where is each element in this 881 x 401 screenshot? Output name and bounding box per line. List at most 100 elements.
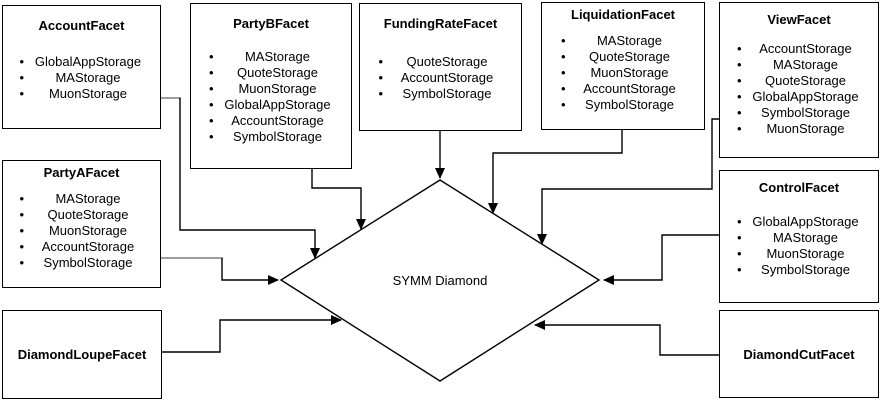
list-item: •AccountStorage: [737, 41, 852, 56]
diamond-label: SYMM Diamond: [393, 273, 488, 288]
storage-list: •MAStorage •QuoteStorage •MuonStorage •A…: [542, 22, 704, 129]
bullet-icon: •: [737, 73, 742, 88]
bullet-icon: •: [737, 105, 742, 120]
bullet-icon: •: [737, 41, 742, 56]
bullet-icon: •: [378, 69, 384, 85]
bullet-icon: •: [209, 96, 214, 112]
controlfacet-connector: [603, 234, 719, 285]
storage-list: •GlobalAppStorage •MAStorage •MuonStorag…: [3, 33, 160, 128]
list-item: •GlobalAppStorage: [737, 89, 859, 104]
list-item: •SymbolStorage: [737, 261, 850, 277]
list-item: •QuoteStorage: [19, 206, 129, 222]
bullet-icon: •: [19, 254, 25, 270]
facet-box-controlfacet: ControlFacet •GlobalAppStorage •MAStorag…: [719, 170, 879, 303]
bullet-icon: •: [561, 96, 566, 112]
list-item: •MuonStorage: [737, 245, 845, 261]
bullet-icon: •: [737, 57, 742, 72]
partyafacet-connector: [221, 258, 279, 285]
facet-box-partyafacet: PartyAFacet •MAStorage •QuoteStorage •Mu…: [2, 160, 161, 288]
list-item: •MuonStorage: [209, 80, 317, 96]
facet-title: DiamondLoupeFacet: [17, 347, 147, 362]
facet-title: ViewFacet: [767, 12, 831, 27]
list-item: •AccountStorage: [561, 80, 676, 96]
facet-title: PartyBFacet: [233, 16, 309, 31]
diamondcutfacet-connector: [534, 320, 719, 356]
diamondloupefacet-connector: [162, 315, 342, 353]
bullet-icon: •: [378, 85, 384, 101]
storage-list: •QuoteStorage •AccountStorage •SymbolSto…: [360, 31, 521, 130]
accountfacet-connector: [179, 98, 320, 259]
bullet-icon: •: [561, 32, 566, 48]
list-item: •QuoteStorage: [561, 48, 670, 64]
list-item: •QuoteStorage: [209, 64, 318, 80]
list-item: •SymbolStorage: [378, 85, 492, 101]
storage-list: •AccountStorage •MAStorage •QuoteStorage…: [720, 27, 878, 157]
partybfacet-connector: [311, 169, 366, 230]
list-item: •SymbolStorage: [737, 105, 850, 120]
facet-title: DiamondCutFacet: [743, 346, 855, 362]
bullet-icon: •: [19, 53, 25, 69]
facet-box-partybfacet: PartyBFacet •MAStorage •QuoteStorage •Mu…: [190, 3, 352, 169]
list-item: •MAStorage: [19, 190, 121, 206]
list-item: •MAStorage: [737, 57, 839, 72]
list-item: •SymbolStorage: [561, 96, 674, 112]
list-item: •MAStorage: [19, 69, 121, 85]
list-item: •MuonStorage: [561, 64, 669, 80]
bullet-icon: •: [19, 222, 25, 238]
list-item: •MAStorage: [209, 48, 311, 64]
facet-box-liquidationfacet: LiquidationFacet •MAStorage •QuoteStorag…: [541, 2, 705, 130]
bullet-icon: •: [737, 245, 742, 261]
bullet-icon: •: [737, 213, 742, 229]
facet-box-diamondloupefacet: DiamondLoupeFacet: [2, 310, 162, 399]
list-item: •MuonStorage: [19, 85, 128, 101]
list-item: •MAStorage: [737, 229, 839, 245]
viewfacet-connector: [537, 118, 719, 245]
list-item: •GlobalAppStorage: [209, 96, 331, 112]
liquidationfacet-connector: [488, 130, 623, 214]
facet-title: ControlFacet: [758, 180, 840, 195]
bullet-icon: •: [737, 229, 742, 245]
bullet-icon: •: [737, 121, 742, 136]
facet-title: AccountFacet: [38, 18, 125, 33]
facet-box-fundingratefacet: FundingRateFacet •QuoteStorage •AccountS…: [359, 3, 522, 131]
symm-diamond-shape: [279, 179, 601, 382]
bullet-icon: •: [378, 53, 384, 69]
bullet-icon: •: [19, 206, 25, 222]
list-item: •SymbolStorage: [19, 254, 133, 270]
list-item: •QuoteStorage: [378, 53, 488, 69]
list-item: •QuoteStorage: [737, 73, 846, 88]
facet-box-viewfacet: ViewFacet •AccountStorage •MAStorage •Qu…: [719, 2, 879, 158]
list-item: •MuonStorage: [737, 121, 845, 136]
bullet-icon: •: [209, 112, 214, 128]
bullet-icon: •: [19, 85, 25, 101]
bullet-icon: •: [737, 89, 742, 104]
facet-title: LiquidationFacet: [571, 7, 675, 22]
bullet-icon: •: [209, 48, 214, 64]
bullet-icon: •: [209, 80, 214, 96]
bullet-icon: •: [19, 238, 25, 254]
bullet-icon: •: [561, 48, 566, 64]
list-item: •GlobalAppStorage: [19, 53, 142, 69]
facet-box-accountfacet: AccountFacet •GlobalAppStorage •MAStorag…: [2, 5, 161, 129]
list-item: •AccountStorage: [209, 112, 324, 128]
list-item: •AccountStorage: [19, 238, 135, 254]
storage-list: •GlobalAppStorage •MAStorage •MuonStorag…: [720, 195, 878, 302]
list-item: •MAStorage: [561, 32, 663, 48]
list-item: •SymbolStorage: [209, 128, 322, 144]
facet-title: PartyAFacet: [43, 165, 120, 180]
facet-box-diamondcutfacet: DiamondCutFacet: [719, 310, 879, 398]
storage-list: •MAStorage •QuoteStorage •MuonStorage •A…: [3, 180, 160, 287]
list-item: •AccountStorage: [378, 69, 494, 85]
bullet-icon: •: [19, 69, 25, 85]
facet-title: FundingRateFacet: [383, 16, 498, 31]
bullet-icon: •: [19, 190, 25, 206]
list-item: •GlobalAppStorage: [737, 213, 859, 229]
bullet-icon: •: [561, 64, 566, 80]
bullet-icon: •: [737, 261, 742, 277]
list-item: •MuonStorage: [19, 222, 128, 238]
bullet-icon: •: [561, 80, 566, 96]
bullet-icon: •: [209, 128, 214, 144]
bullet-icon: •: [209, 64, 214, 80]
